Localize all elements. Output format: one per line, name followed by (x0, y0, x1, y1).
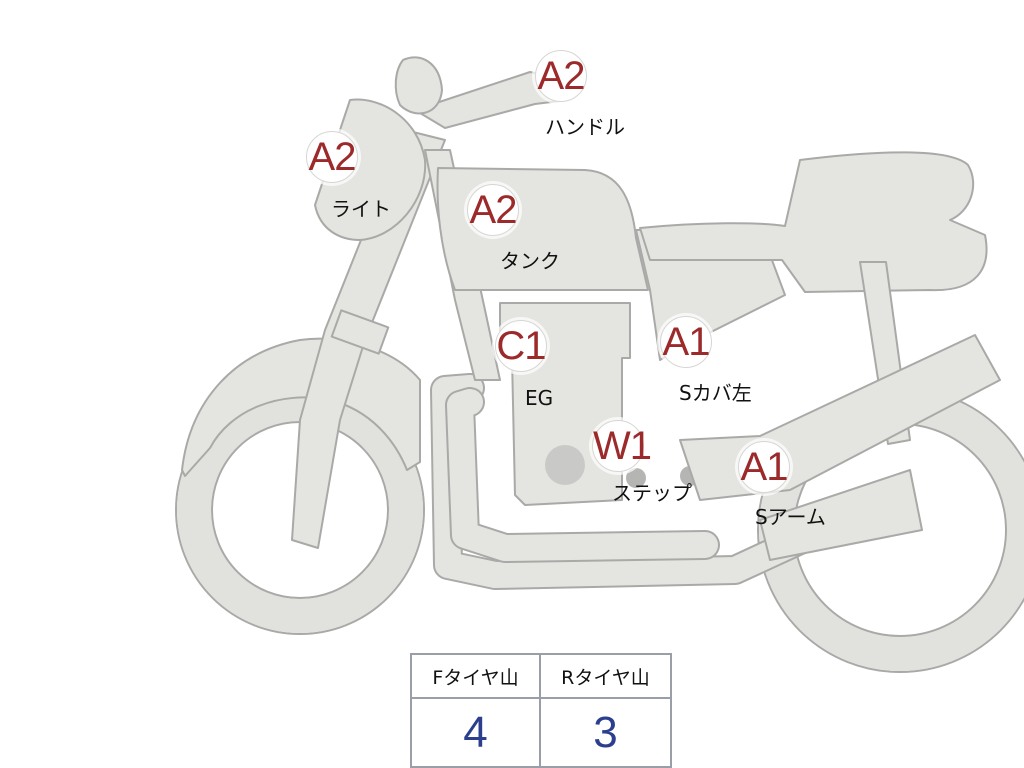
tank-label: タンク (500, 249, 560, 273)
rear-tire-value: 3 (593, 707, 618, 757)
tank-grade-badge: A2 (467, 184, 519, 236)
side-cover-grade-badge: A1 (660, 316, 712, 368)
swing-arm-grade-badge: A1 (738, 441, 790, 493)
front-tire-value: 4 (412, 699, 541, 766)
front-tire-header: Fタイヤ山 (412, 655, 541, 699)
handle-label: ハンドル (545, 115, 625, 139)
tire-tread-table: Fタイヤ山 Rタイヤ山 4 3 (410, 653, 672, 768)
step-grade-badge: W1 (592, 420, 652, 472)
rear-tire-header: Rタイヤ山 (541, 655, 670, 699)
step-label: ステップ (612, 481, 692, 505)
handle-grade-badge: A2 (535, 50, 587, 102)
side-cover-label: Sカバ左 (679, 381, 752, 405)
engine-label: EG (525, 386, 554, 410)
light-label: ライト (331, 197, 391, 221)
engine-grade-badge: C1 (495, 320, 547, 372)
front-fork (291, 129, 446, 549)
swing-arm-label: Sアーム (755, 505, 826, 529)
light-grade-badge: A2 (306, 131, 358, 183)
seat (639, 151, 988, 293)
front-fender (181, 337, 421, 477)
exhaust-pipe (430, 373, 815, 590)
